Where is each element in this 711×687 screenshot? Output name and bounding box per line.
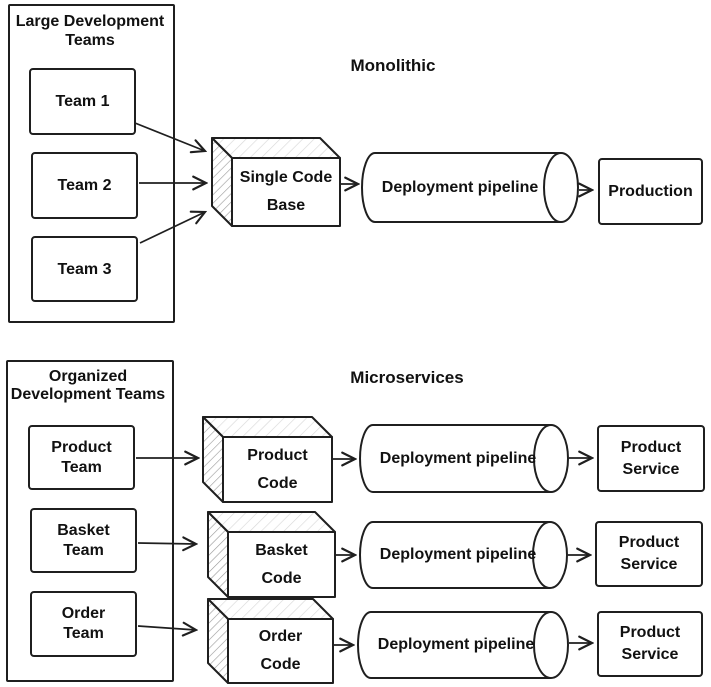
single-code-base-label: Single Code Base [239,169,333,214]
cylinder-pipeline-order [357,611,569,679]
cylinder-pipeline-basket [359,521,568,589]
order-code-label: Order Code [258,628,303,673]
arrows-microservices [136,458,592,645]
product-service-box-2: Product Service [595,521,703,587]
arrows-monolithic [134,122,592,244]
large-dev-teams-container [8,4,175,323]
team-3-box: Team 3 [31,236,138,302]
cube-single-code-base [211,137,341,227]
product-code-label: Product Code [247,446,308,492]
pipeline-monolithic-label: Deployment pipeline [381,178,539,196]
cube-product-code [202,416,333,503]
microservices-heading: Microservices [350,368,464,387]
team-1-box: Team 1 [29,68,136,135]
product-team-box: Product Team [28,425,135,490]
product-service-box-1: Product Service [597,425,705,492]
team-2-box: Team 2 [31,152,138,219]
organized-dev-teams-title: Organized Development Teams [10,368,166,403]
pipeline-product-label: Deployment pipeline [379,449,537,467]
pipeline-basket-label: Deployment pipeline [379,546,537,563]
basket-code-label: Basket Code [255,541,308,587]
cube-basket-code [207,511,336,598]
pipeline-order-label: Deployment pipeline [377,636,535,653]
monolithic-heading: Monolithic [350,56,436,75]
product-service-box-3: Product Service [597,611,703,677]
cube-order-code [207,598,334,684]
large-dev-teams-title: Large Development Teams [15,13,165,49]
order-team-box: Order Team [30,591,137,657]
cylinder-pipeline-monolithic [361,152,579,223]
cylinder-pipeline-product [359,424,569,493]
production-box: Production [598,158,703,225]
basket-team-box: Basket Team [30,508,137,573]
organized-dev-teams-container [6,360,174,682]
